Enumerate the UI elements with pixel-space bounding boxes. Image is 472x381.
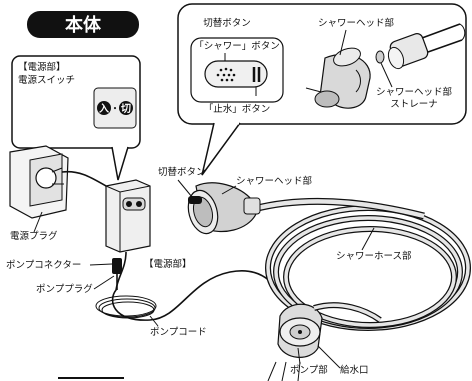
shower-hose-coil bbox=[265, 205, 471, 331]
power-off-label: 切 bbox=[121, 103, 131, 115]
pump-label: ポンプ部 bbox=[290, 364, 328, 376]
callout-strainer-label-1: シャワーヘッド部 bbox=[376, 86, 452, 98]
power-unit-label: 【電源部】 bbox=[144, 258, 192, 270]
strainer-illustration bbox=[375, 50, 385, 64]
shower-button-label: 「シャワー」ボタン bbox=[194, 41, 280, 52]
shower-head-elbow-illustration bbox=[314, 47, 371, 109]
pump-connector-illustration bbox=[112, 258, 122, 290]
stop-water-icon bbox=[252, 67, 261, 82]
shower-head-illustration bbox=[187, 182, 261, 235]
power-callout-subheader: 電源スイッチ bbox=[18, 75, 75, 86]
pump-connector-label: ポンプコネクター bbox=[6, 260, 81, 271]
power-on-label: 入 bbox=[99, 103, 109, 115]
power-dot: ・ bbox=[110, 104, 120, 115]
callout-power-switch: 【電源部】 電源スイッチ 入 ・ 切 bbox=[11, 55, 141, 181]
switch-button-label: 切替ボタン bbox=[158, 166, 206, 178]
power-off-button bbox=[119, 101, 133, 115]
shower-head-label: シャワーヘッド部 bbox=[236, 175, 312, 187]
pump-plug-label: ポンププラグ bbox=[36, 283, 93, 295]
shower-hose-label: シャワーホース部 bbox=[336, 250, 412, 262]
stop-button-label: 「止水」ボタン bbox=[204, 103, 271, 115]
wall-outlet-illustration bbox=[9, 145, 69, 219]
shower-head-switch-button bbox=[188, 196, 202, 204]
pump-cord-label: ポンプコード bbox=[150, 327, 207, 338]
power-callout-header: 【電源部】 bbox=[18, 61, 66, 73]
callout-switch-buttons: 切替ボタン 「シャワー」ボタン bbox=[177, 3, 467, 176]
power-cord bbox=[61, 170, 107, 187]
title-badge: 本体 bbox=[27, 11, 139, 38]
callout-header-text: 切替ボタン bbox=[203, 17, 251, 29]
power-plug-icon bbox=[35, 167, 57, 189]
inlet-label: 給水口 bbox=[340, 364, 369, 376]
switch-button-panel bbox=[204, 60, 268, 88]
power-plug-label: 電源プラグ bbox=[10, 230, 58, 242]
title-text: 本体 bbox=[65, 14, 102, 36]
pump-unit-illustration bbox=[277, 302, 382, 358]
hose-connector-illustration bbox=[387, 23, 466, 70]
shower-spray-icon bbox=[216, 67, 236, 82]
pump-cord-coil bbox=[95, 295, 157, 319]
power-unit-illustration bbox=[105, 179, 151, 253]
pump-base-lines bbox=[267, 361, 301, 381]
callout-shower-head-label: シャワーヘッド部 bbox=[318, 17, 394, 29]
callout-strainer-label-2: ストレーナ bbox=[390, 99, 438, 110]
power-on-button bbox=[97, 101, 111, 115]
